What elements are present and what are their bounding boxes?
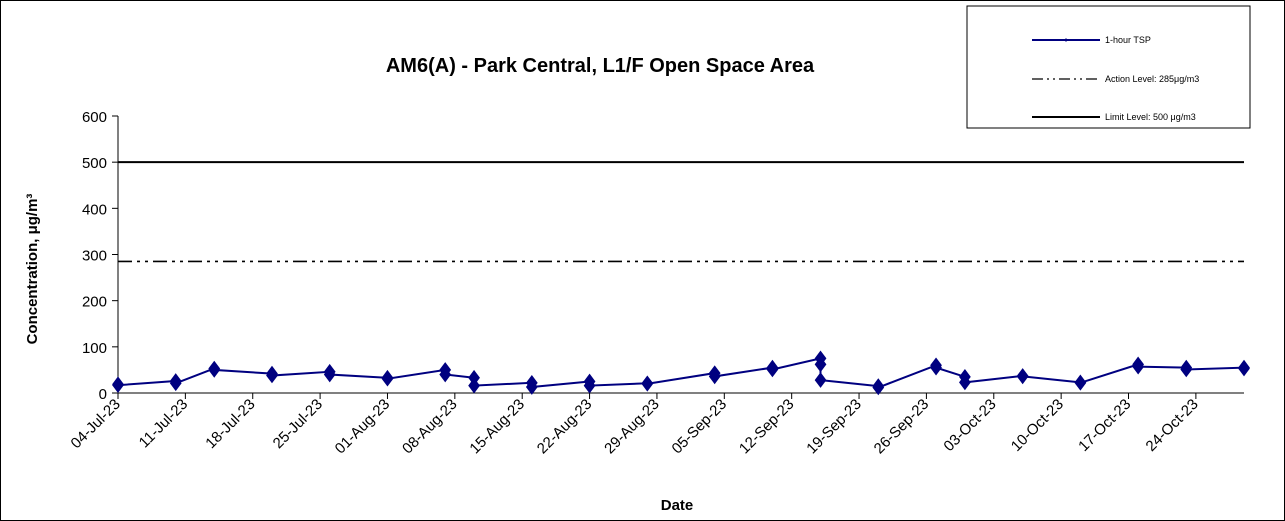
x-tick-label: 25-Jul-23	[270, 396, 326, 452]
x-tick-label: 12-Sep-23	[736, 396, 798, 458]
x-tick-label: 03-Oct-23	[940, 396, 999, 455]
x-tick-label: 22-Aug-23	[534, 396, 596, 458]
y-tick-label: 100	[82, 340, 107, 357]
legend-marker-icon	[1064, 38, 1068, 42]
x-tick-label: 29-Aug-23	[601, 396, 663, 458]
data-series	[112, 350, 1250, 396]
x-tick-label: 08-Aug-23	[399, 396, 461, 458]
data-point	[1238, 360, 1250, 377]
data-point	[872, 379, 885, 396]
chart-title: AM6(A) - Park Central, L1/F Open Space A…	[386, 55, 815, 77]
x-tick-label: 10-Oct-23	[1008, 396, 1067, 455]
data-point	[266, 367, 278, 384]
data-point	[1074, 375, 1087, 391]
y-tick-label: 300	[82, 248, 107, 265]
reference-lines	[118, 161, 1244, 263]
y-tick-label: 200	[82, 294, 107, 311]
data-point	[381, 370, 394, 387]
data-point	[1180, 361, 1193, 378]
x-tick-label: 17-Oct-23	[1075, 396, 1134, 455]
y-tick-label: 500	[82, 155, 107, 172]
y-tick-label: 600	[82, 109, 107, 126]
data-point	[583, 377, 596, 394]
legend-label: Action Level: 285μg/m3	[1105, 74, 1199, 84]
y-axis-title: Concentration, μg/m³	[24, 194, 41, 345]
legend-box	[966, 5, 1251, 129]
data-point	[814, 356, 827, 373]
data-point	[169, 375, 182, 392]
y-tick-label: 400	[82, 201, 107, 218]
x-tick-label: 26-Sep-23	[871, 396, 933, 458]
x-tick-label: 19-Sep-23	[803, 396, 865, 458]
x-tick-label: 05-Sep-23	[669, 396, 731, 458]
data-point	[959, 374, 971, 391]
data-point	[525, 379, 538, 395]
x-tick-label: 18-Jul-23	[202, 396, 258, 452]
x-tick-label: 01-Aug-23	[332, 396, 394, 458]
y-tick-label: 0	[99, 386, 107, 403]
data-point	[930, 359, 942, 376]
x-tick-label: 15-Aug-23	[466, 396, 528, 458]
data-point	[641, 375, 654, 392]
y-axis: 0 100 200 300 400 500 600	[82, 109, 119, 403]
data-point	[208, 362, 221, 378]
data-point	[112, 377, 124, 393]
x-tick-label: 11-Jul-23	[136, 396, 191, 451]
data-point	[439, 366, 452, 383]
data-point	[814, 372, 827, 388]
data-point	[708, 368, 721, 385]
data-point	[323, 366, 336, 383]
data-point	[1132, 358, 1145, 375]
data-point	[1016, 368, 1029, 385]
x-tick-label: 04-Jul-23	[68, 396, 124, 452]
legend-label: 1-hour TSP	[1105, 35, 1151, 45]
data-point	[468, 377, 480, 394]
legend-label: Limit Level: 500 μg/m3	[1105, 112, 1196, 122]
x-axis-title: Date	[661, 497, 694, 514]
x-tick-label: 24-Oct-23	[1143, 396, 1202, 455]
data-point	[766, 361, 779, 378]
